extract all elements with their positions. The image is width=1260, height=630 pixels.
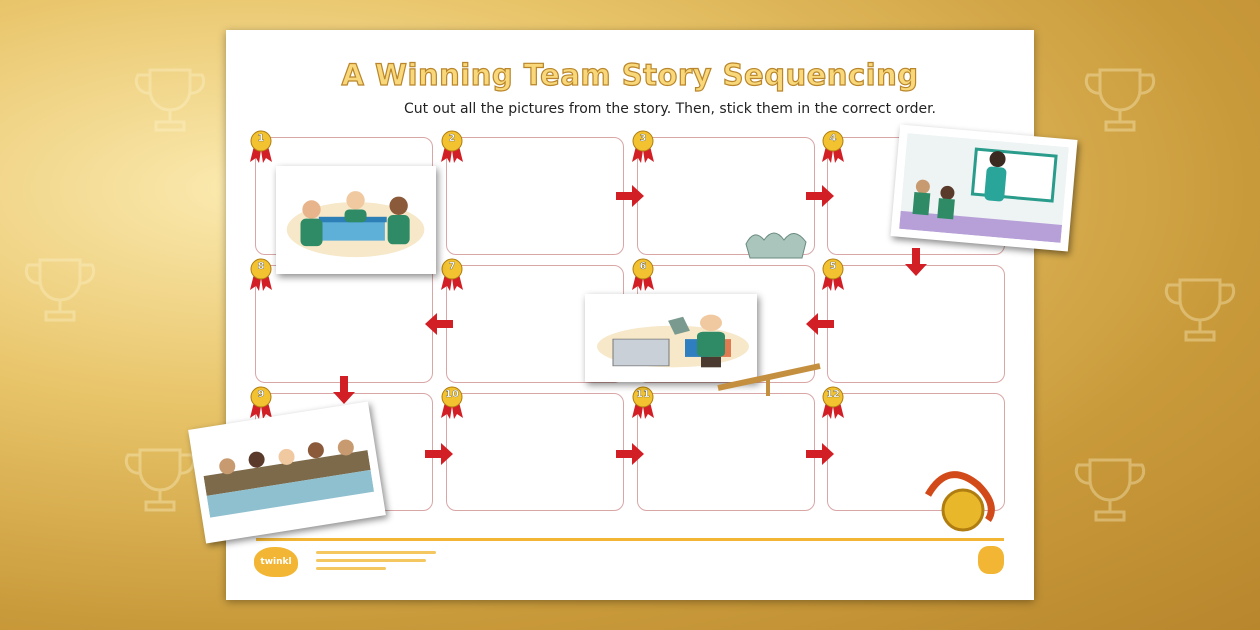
trophy-icon <box>1074 458 1146 522</box>
red-arrow-icon <box>423 442 455 466</box>
red-arrow-icon <box>614 442 646 466</box>
badge-number: 2 <box>448 133 456 144</box>
boy-recycling-illustration <box>597 314 749 368</box>
footer-text-line <box>316 559 426 562</box>
picture-card-classroom[interactable] <box>890 124 1078 252</box>
badge-number: 6 <box>639 261 647 272</box>
number-rosette-badge: 4 <box>820 130 846 164</box>
twinkl-badge-icon <box>978 546 1004 574</box>
number-rosette-badge: 7 <box>439 258 465 292</box>
children-water-tray-illustration <box>286 191 425 258</box>
badge-number: 10 <box>445 389 459 400</box>
number-rosette-badge: 10 <box>439 386 465 420</box>
twinkl-logo: twinkl <box>254 547 298 577</box>
badge-number: 12 <box>826 389 840 400</box>
sequence-box <box>637 393 815 511</box>
number-rosette-badge: 1 <box>248 130 274 164</box>
number-rosette-badge: 8 <box>248 258 274 292</box>
badge-number: 3 <box>639 133 647 144</box>
number-rosette-badge: 2 <box>439 130 465 164</box>
badge-number: 8 <box>257 261 265 272</box>
red-arrow-icon <box>614 184 646 208</box>
egg-box-icon <box>745 232 807 259</box>
trophy-icon <box>134 68 206 132</box>
number-rosette-badge: 12 <box>820 386 846 420</box>
trophy-icon <box>124 448 196 512</box>
seesaw-icon <box>717 363 821 396</box>
picture-card-water-tray[interactable] <box>276 166 436 274</box>
badge-number: 5 <box>829 261 837 272</box>
red-arrow-icon <box>423 312 455 336</box>
sequence-box <box>827 265 1005 383</box>
number-rosette-badge: 6 <box>630 258 656 292</box>
trophy-icon <box>1164 278 1236 342</box>
picture-card-boy-holding-carton[interactable] <box>585 294 757 382</box>
number-rosette-badge: 9 <box>248 386 274 420</box>
sequence-box <box>446 137 624 255</box>
footer-text-line <box>316 551 436 554</box>
worksheet-title: A Winning Team Story Sequencing <box>341 57 919 92</box>
red-arrow-icon <box>804 312 836 336</box>
footer-divider <box>256 538 1004 541</box>
worksheet-instruction: Cut out all the pictures from the story.… <box>404 101 936 117</box>
sequence-box <box>255 265 433 383</box>
badge-number: 4 <box>829 133 837 144</box>
number-rosette-badge: 11 <box>630 386 656 420</box>
number-rosette-badge: 5 <box>820 258 846 292</box>
trophy-icon <box>1084 68 1156 132</box>
badge-number: 7 <box>448 261 456 272</box>
number-rosette-badge: 3 <box>630 130 656 164</box>
red-arrow-icon <box>804 442 836 466</box>
classroom-teacher-illustration <box>899 133 1069 243</box>
red-arrow-icon <box>332 374 356 406</box>
red-arrow-icon <box>804 184 836 208</box>
badge-number: 1 <box>257 133 265 144</box>
sequence-box <box>446 393 624 511</box>
children-on-bench-illustration <box>203 439 375 518</box>
gold-medal-icon <box>924 471 995 532</box>
badge-number: 11 <box>636 389 650 400</box>
picture-card-bench-children[interactable] <box>188 401 386 544</box>
red-arrow-icon <box>904 246 928 278</box>
badge-number: 9 <box>257 389 265 400</box>
trophy-icon <box>24 258 96 322</box>
footer-text-line <box>316 567 386 570</box>
